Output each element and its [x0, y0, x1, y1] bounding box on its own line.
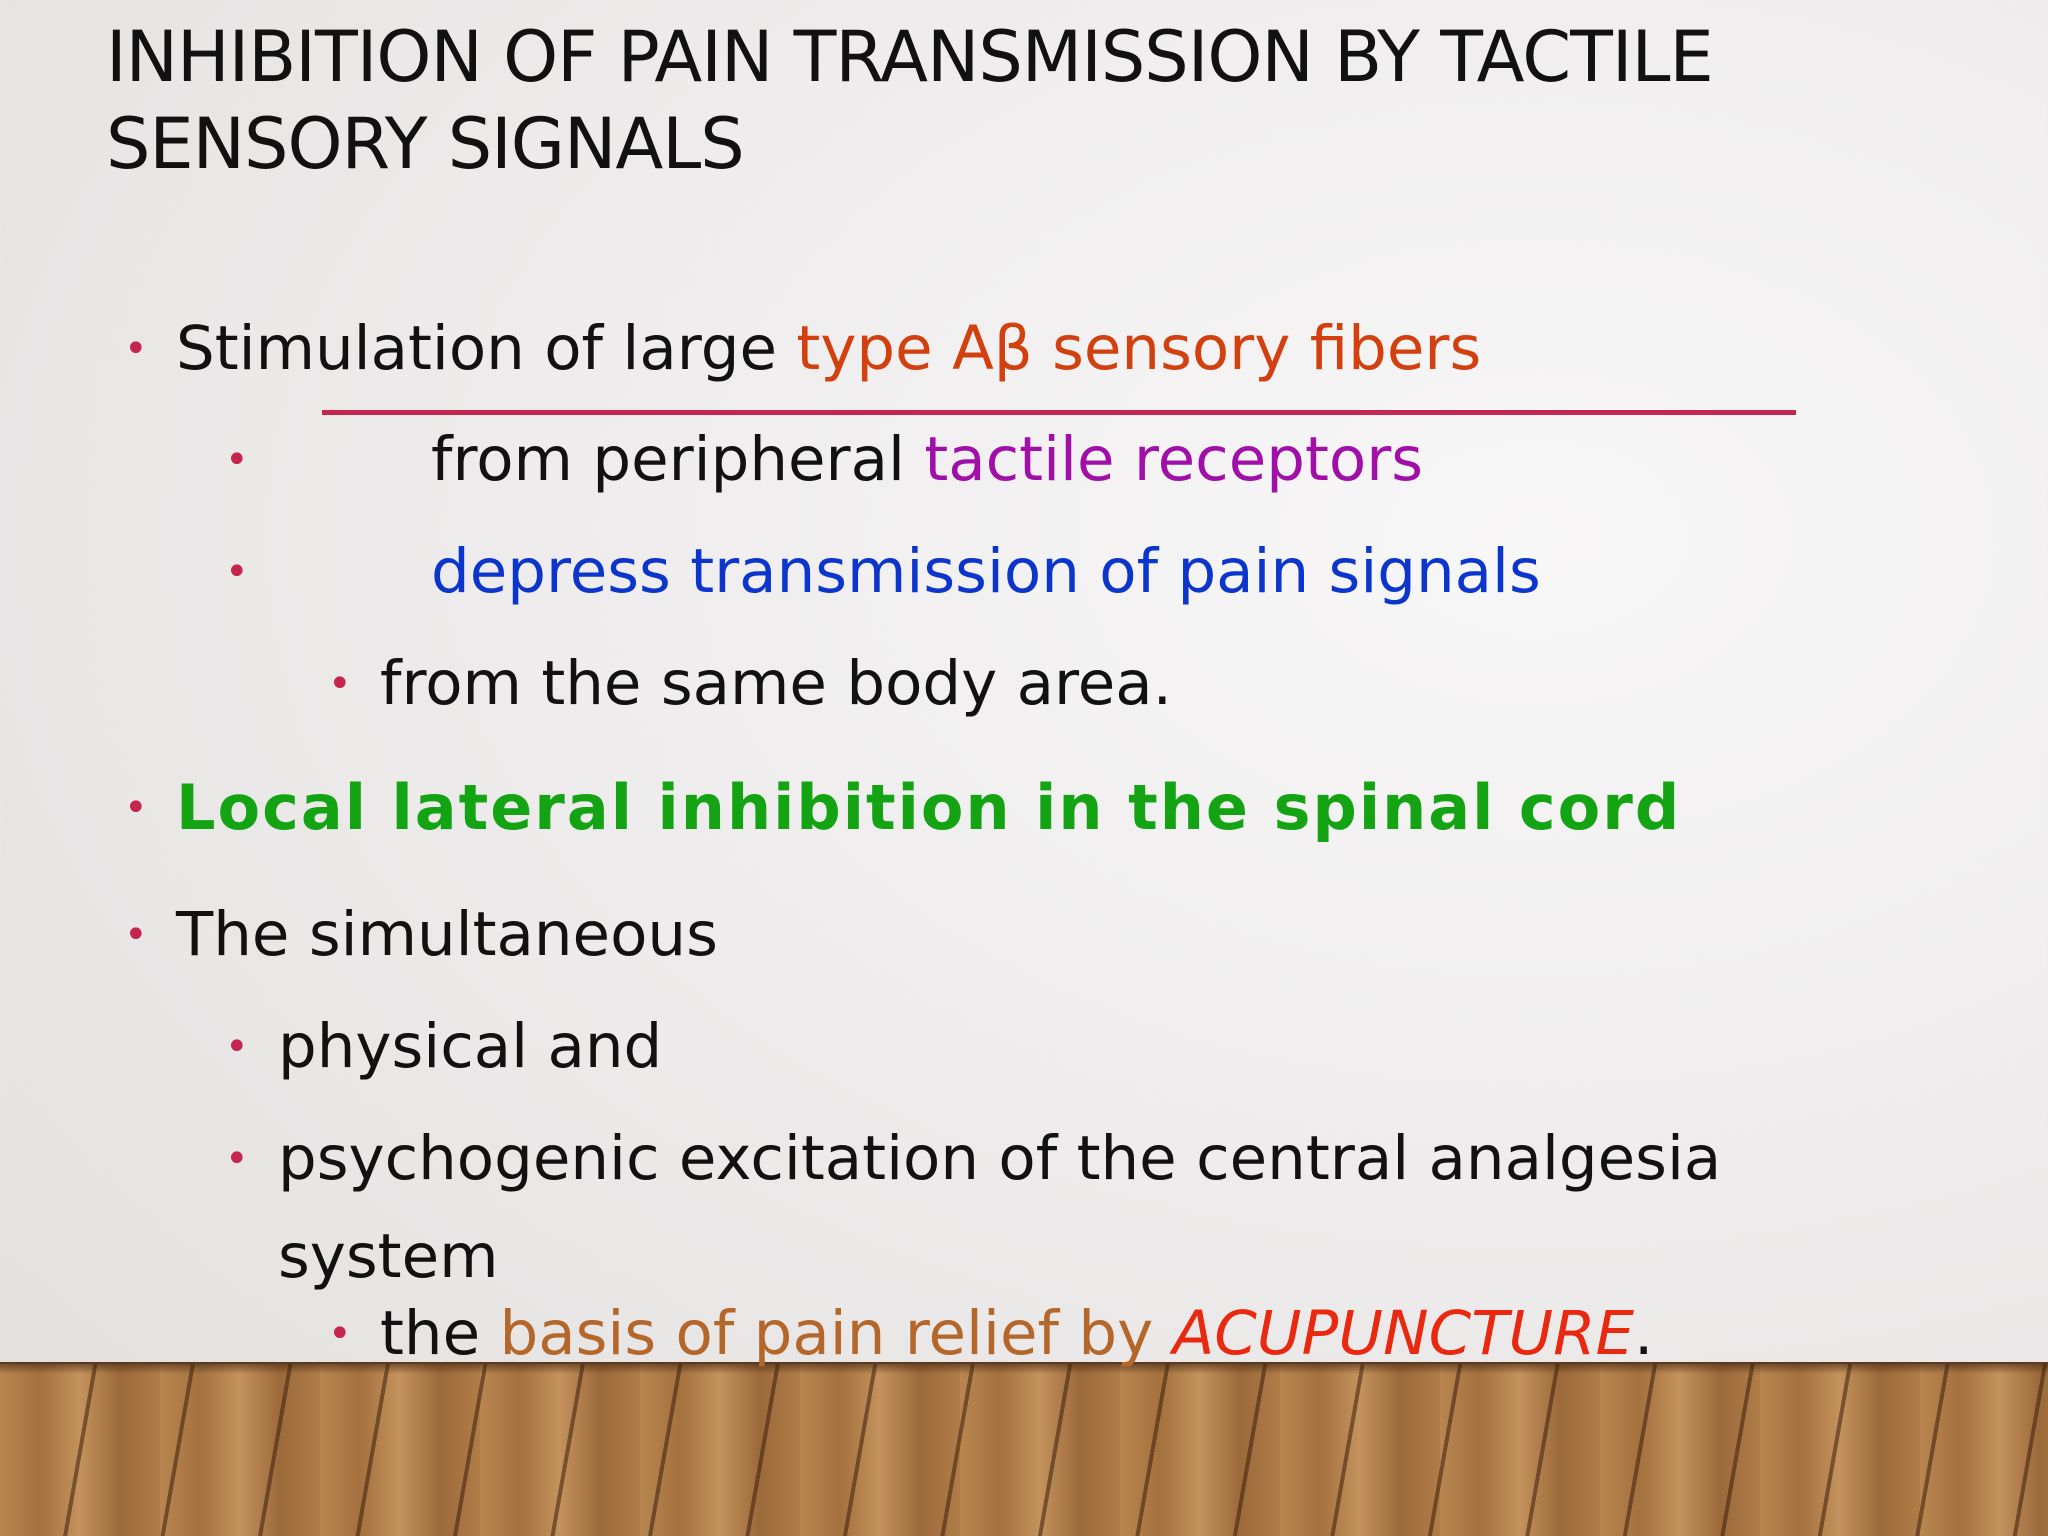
- bullet-dot: •: [124, 326, 148, 372]
- bullet-dot: •: [225, 1136, 249, 1182]
- bullet-text-suffix: .: [1634, 1298, 1654, 1369]
- bullet-text: physical and: [278, 1011, 663, 1082]
- bullet-text: the: [380, 1298, 500, 1369]
- bullet-dot: •: [124, 912, 148, 958]
- bullet-dot: •: [225, 1024, 249, 1070]
- bullet-text-line-2: system: [278, 1221, 499, 1292]
- bullet-item-3: depress transmission of pain signals: [431, 536, 1541, 608]
- highlight-text: type Aβ sensory fibers: [796, 313, 1482, 384]
- slide-title: INHIBITION OF PAIN TRANSMISSION BY TACTI…: [106, 16, 1714, 185]
- highlight-text-italic: ACUPUNCTURE: [1172, 1298, 1635, 1369]
- bullet-item-2: from peripheral tactile receptors: [431, 424, 1423, 496]
- bullet-text: from peripheral: [431, 424, 925, 495]
- highlight-text: depress transmission of pain signals: [431, 536, 1541, 607]
- bullet-text: The simultaneous: [176, 899, 718, 970]
- underline-rule: [322, 410, 1796, 415]
- bullet-text-line-1: psychogenic excitation of the central an…: [278, 1123, 1722, 1194]
- bullet-dot: •: [124, 785, 148, 831]
- highlight-text: basis of pain relief by: [499, 1298, 1173, 1369]
- bullet-item-5: Local lateral inhibition in the spinal c…: [176, 772, 1681, 844]
- bullet-item-1: Stimulation of large type Aβ sensory fib…: [176, 313, 1481, 385]
- wooden-floor-decoration: [0, 1362, 2048, 1536]
- bullet-dot: •: [328, 661, 352, 707]
- bullet-item-8: psychogenic excitation of the central an…: [278, 1123, 1721, 1293]
- highlight-text: Local lateral inhibition in the spinal c…: [176, 771, 1682, 844]
- bullet-item-9: the basis of pain relief by ACUPUNCTURE.: [380, 1298, 1653, 1370]
- highlight-text: tactile receptors: [924, 424, 1424, 495]
- bullet-text: Stimulation of large: [176, 313, 797, 384]
- bullet-dot: •: [225, 437, 249, 483]
- bullet-item-6: The simultaneous: [176, 899, 718, 971]
- bullet-item-7: physical and: [278, 1011, 662, 1083]
- bullet-text: from the same body area.: [380, 648, 1173, 719]
- bullet-dot: •: [225, 549, 249, 595]
- bullet-dot: •: [328, 1311, 352, 1357]
- bullet-item-4: from the same body area.: [380, 648, 1172, 720]
